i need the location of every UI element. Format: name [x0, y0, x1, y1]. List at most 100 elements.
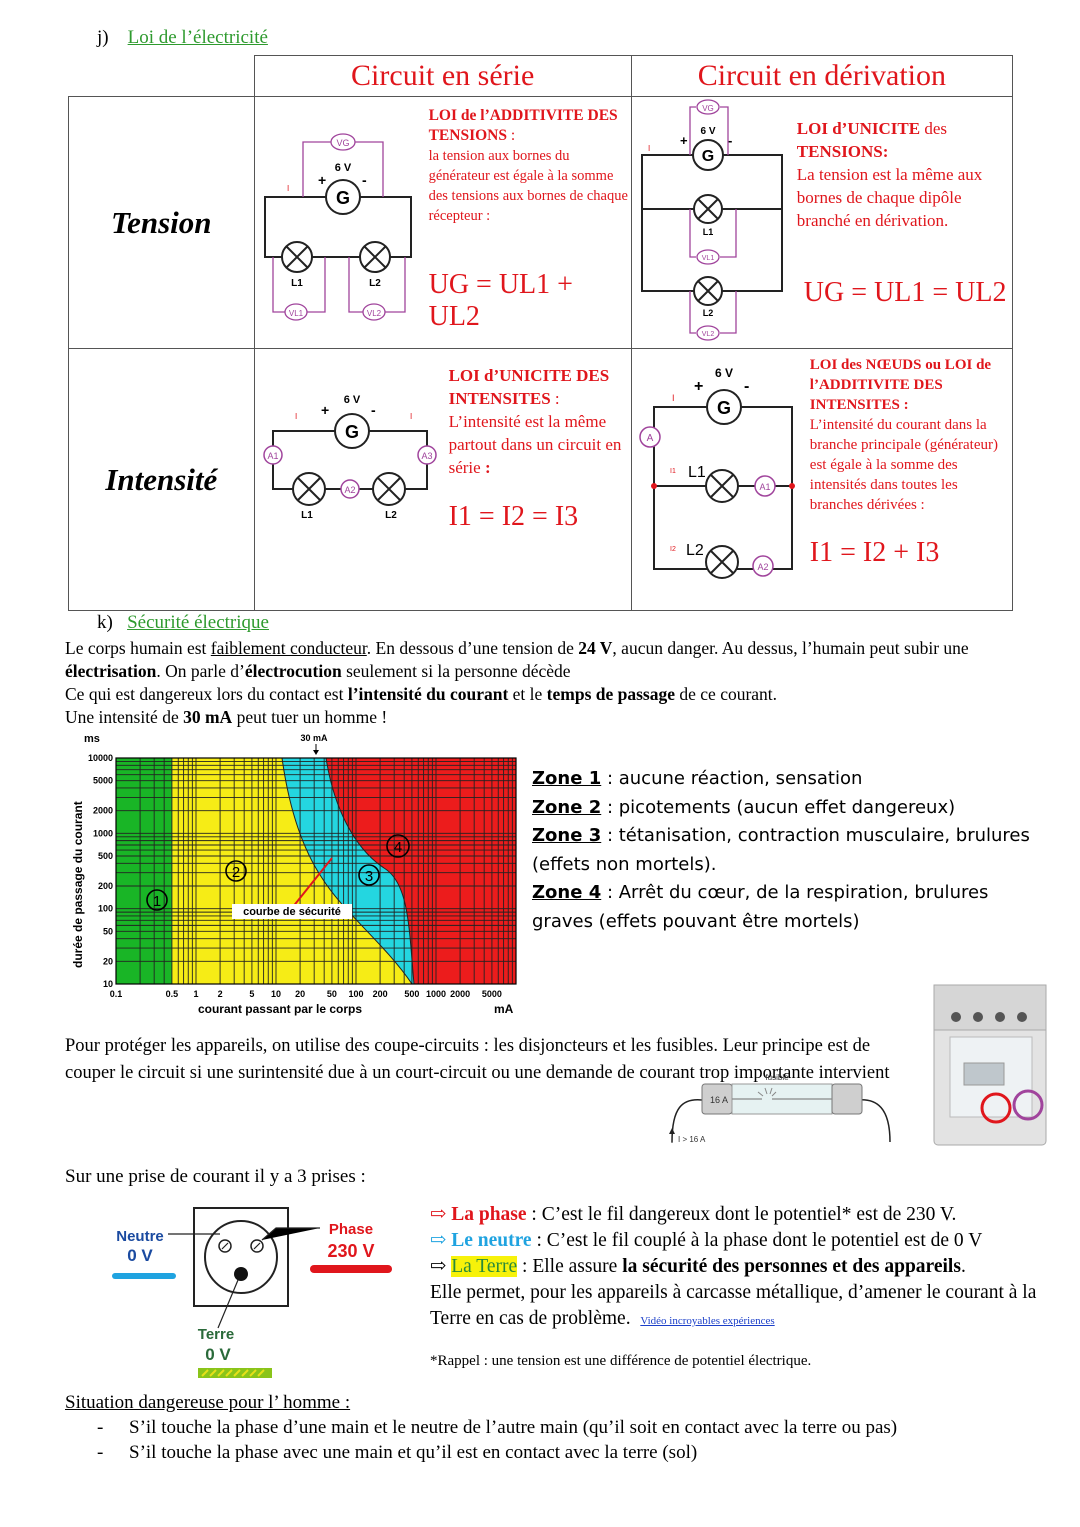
vl2-label: VL2 — [702, 331, 715, 338]
danger-title: Situation dangereuse pour l’ homme : — [65, 1392, 351, 1413]
law-title-3: TENSIONS: — [796, 142, 889, 161]
voltage-label: 6 V — [334, 162, 351, 174]
plus-label: + — [318, 172, 326, 188]
danger-item-text: S’il touche la phase avec une main et qu… — [129, 1442, 698, 1463]
law-title-1: LOI d’UNICITE — [796, 119, 921, 138]
x-tick-label: 0.5 — [166, 989, 179, 999]
annotation-30ma: 30 mA — [300, 733, 328, 743]
y-unit-label: ms — [84, 733, 100, 745]
header-serie: Circuit en série — [253, 55, 632, 97]
y-tick-label: 1000 — [93, 828, 113, 838]
minus-label: - — [362, 172, 367, 188]
x-tick-label: 20 — [295, 989, 305, 999]
x-tick-label: 5000 — [482, 989, 502, 999]
terre-line: ⇨ La Terre : Elle assure la sécurité des… — [430, 1254, 1070, 1280]
zone-2-marker — [225, 860, 247, 882]
l2-label: L2 — [703, 308, 714, 318]
row-label-tension: Tension — [68, 96, 255, 349]
law-unicite-tensions: LOI d’UNICITE des TENSIONS: La tension e… — [797, 117, 997, 232]
terre-desc-c: . — [960, 1256, 966, 1277]
zone-label: Zone 2 — [532, 796, 602, 818]
law-end: : — [480, 458, 491, 477]
terre-label: Terre — [198, 1326, 234, 1343]
phase-desc: : C’est le fil dangereux dont le potenti… — [526, 1204, 957, 1225]
law-colon: : — [550, 389, 560, 408]
p2e: de ce courant. — [675, 684, 778, 704]
zone-3-label: 3 — [365, 868, 373, 885]
section-k-heading: k) Sécurité électrique — [97, 612, 269, 634]
law-text: L’intensité est la même partout dans un … — [448, 412, 622, 477]
p1h: électrocution — [244, 661, 342, 681]
p2d: temps de passage — [546, 684, 676, 704]
terre-desc-a: : Elle assure — [517, 1256, 623, 1277]
x-tick-label: 200 — [373, 989, 388, 999]
neutre-desc: : C’est le fil couplé à la phase dont le… — [531, 1230, 983, 1251]
voltage-label: 6 V — [715, 366, 733, 380]
plus-label: + — [680, 133, 688, 148]
neutre-name: Le neutre — [451, 1230, 532, 1251]
circuit-tension-serie-diagram: G 6 V + - VG VL1 VL2 — [263, 133, 412, 321]
law-colon: : — [507, 127, 516, 144]
formula-tension-serie: UG = UL1 + UL2 — [428, 269, 573, 332]
x-tick-label: 1 — [193, 989, 198, 999]
zone-3-marker — [358, 864, 380, 886]
x-unit-label: mA — [494, 1002, 514, 1016]
p1d: 24 V — [578, 638, 613, 658]
plus-label: + — [321, 402, 329, 418]
reminder: *Rappel : une tension est une différence… — [430, 1353, 812, 1369]
socket-diagram: Neutre 0 V Phase 230 V Terre 0 V — [112, 1207, 392, 1378]
x-tick-label: 5 — [249, 989, 254, 999]
gen-label: G — [336, 188, 350, 208]
danger-item-2: -S’il touche la phase avec une main et q… — [97, 1442, 698, 1463]
p1f: électrisation — [65, 661, 157, 681]
law-title: LOI d’UNICITE DES INTENSITES — [448, 366, 610, 408]
minus-label: - — [744, 378, 749, 395]
arrow-icon: ⇨ — [430, 1204, 447, 1225]
circuit-intensite-serie-diagram: G 6 V + - A1 A3 A2 L1 L2 I — [262, 394, 437, 521]
zone-2-label: 2 — [232, 864, 240, 881]
p2c: et le — [508, 684, 547, 704]
zone-1-text: Zone 1 : aucune réaction, sensation — [532, 765, 1052, 794]
zone-1-marker — [146, 889, 168, 911]
zone-desc: : aucune réaction, sensation — [601, 768, 863, 789]
video-link[interactable]: Vidéo incroyables expériences — [640, 1315, 775, 1327]
p1e: , aucun danger. Au dessus, l’humain peut… — [612, 638, 969, 658]
zone-4-area — [326, 758, 516, 984]
p1g: . On parle d’ — [156, 661, 245, 681]
zones-list: Zone 1 : aucune réaction, sensation Zone… — [532, 765, 1052, 936]
y-tick-label: 20 — [103, 956, 113, 966]
zone-label: Zone 4 — [532, 882, 602, 903]
socket-explanation: ⇨ La phase : C’est le fil dangereux dont… — [430, 1202, 1070, 1374]
fuse-label: fusible — [765, 1073, 789, 1082]
gen-label: G — [345, 422, 359, 442]
neutre-line: ⇨ Le neutre : C’est le fil couplé à la p… — [430, 1228, 1070, 1254]
breaker-illustration — [933, 984, 1047, 1146]
y-tick-label: 500 — [98, 851, 113, 861]
y-axis-label: durée de passage du courant — [71, 801, 85, 968]
vg-label: VG — [336, 138, 349, 148]
p1b: faiblement conducteur — [210, 638, 367, 658]
terre-more-line: Elle permet, pour les appareils à carcas… — [430, 1280, 1070, 1334]
p3a: Une intensité de — [65, 707, 184, 727]
x-tick-label: 2 — [218, 989, 223, 999]
p2a: Ce qui est dangereux lors du contact est — [65, 684, 348, 704]
arrow-icon: ⇨ — [430, 1230, 447, 1251]
current-label: I — [287, 184, 289, 193]
cell-intensite-derivation: G 6 V + - A A1 A2 L1 — [630, 348, 1014, 611]
terre-name: La Terre — [451, 1256, 518, 1277]
y-tick-label: 10 — [103, 979, 113, 989]
x-tick-label: 1000 — [426, 989, 446, 999]
fuse-rating: 16 A — [710, 1095, 728, 1105]
zone-boundary-2-3 — [281, 757, 413, 985]
danger-section: Situation dangereuse pour l’ homme : -S’… — [65, 1390, 1025, 1465]
p2b: l’intensité du courant — [347, 684, 509, 704]
zone-4-label: 4 — [394, 839, 402, 856]
current-label: I — [648, 144, 650, 153]
y-tick-label: 100 — [98, 904, 113, 914]
vg-label: VG — [702, 104, 714, 113]
formula-intensite-serie: I1 = I2 = I3 — [448, 501, 579, 532]
gen-label: G — [702, 148, 714, 165]
